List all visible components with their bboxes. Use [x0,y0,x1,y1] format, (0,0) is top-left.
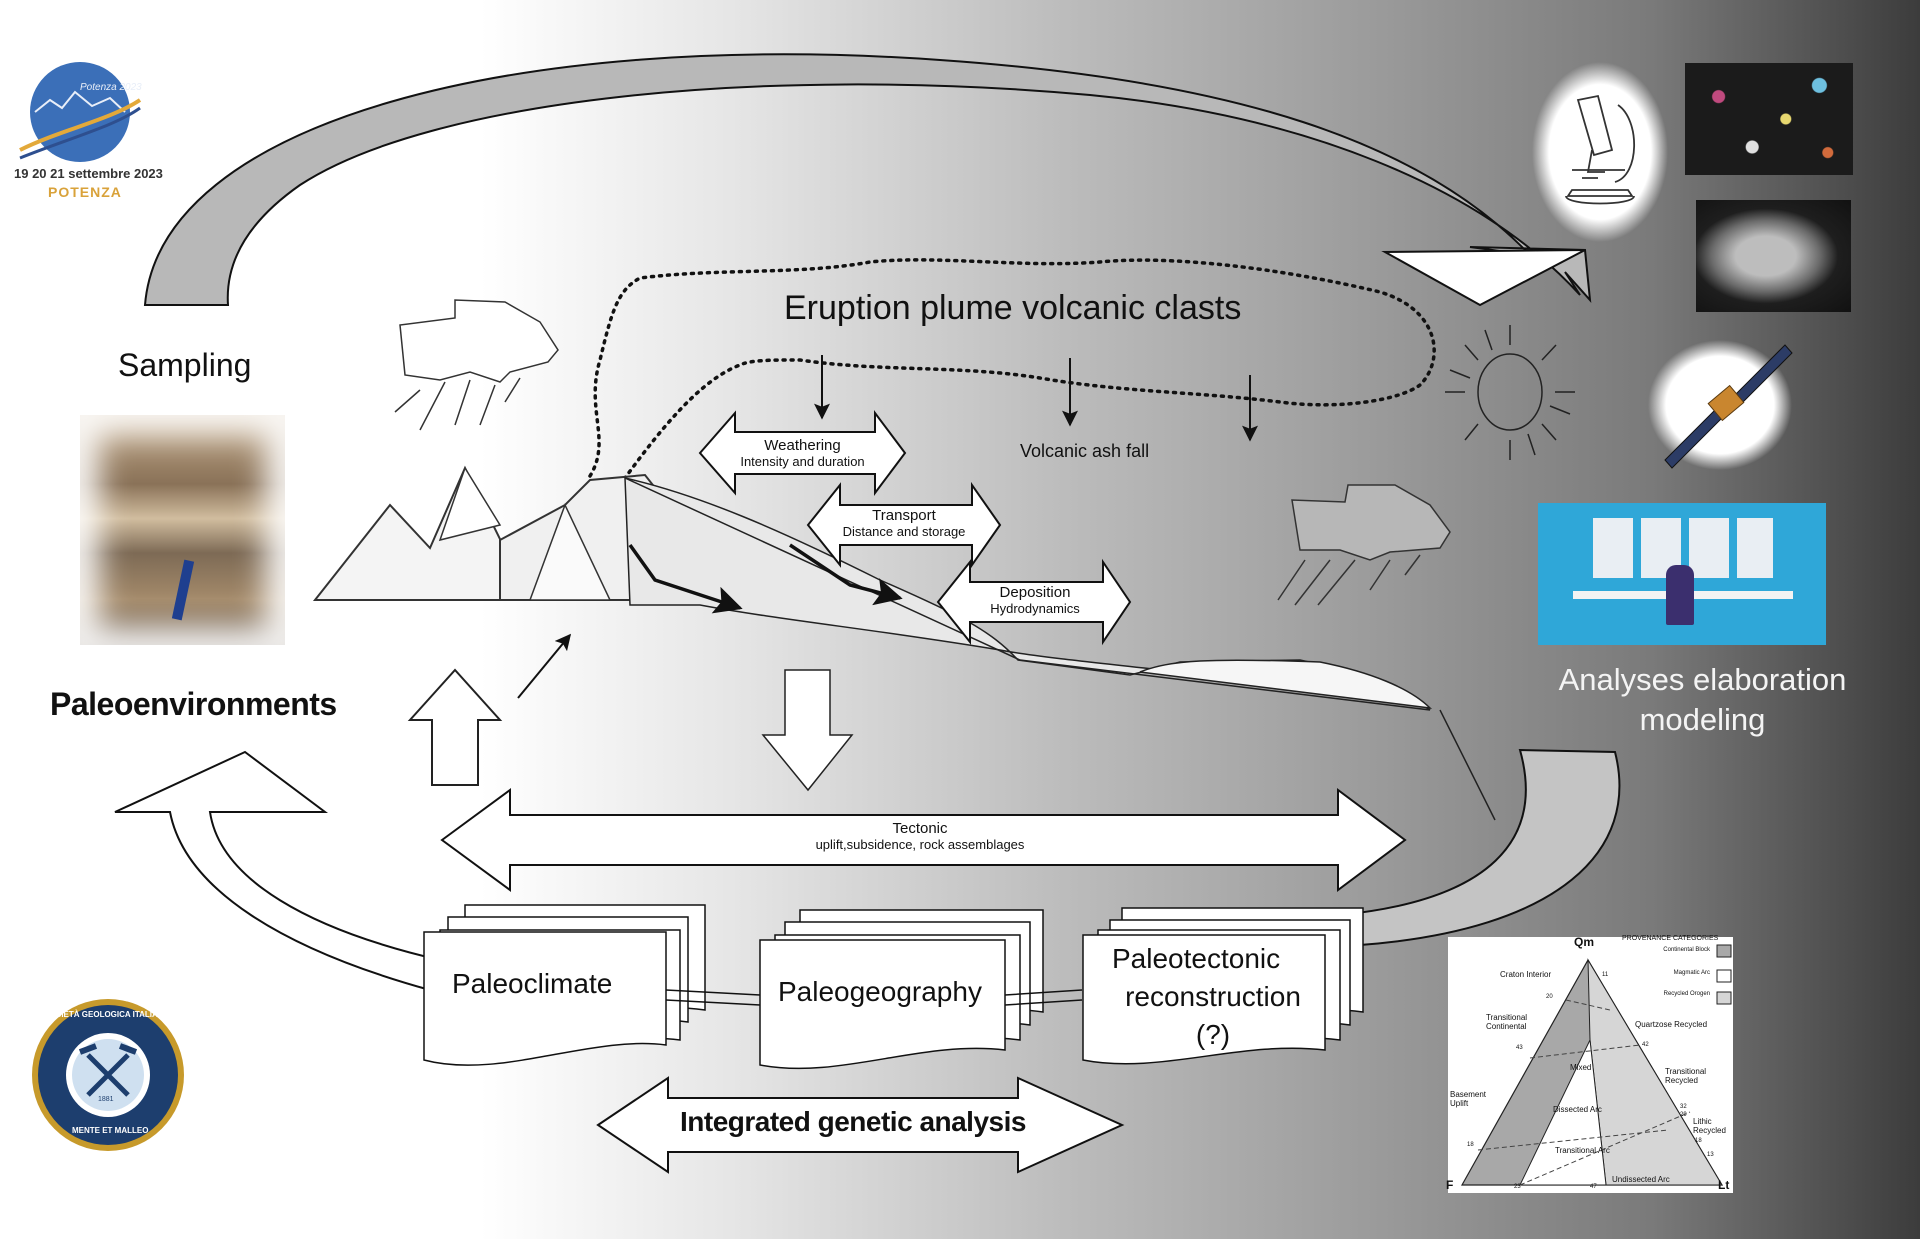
tectonic-subtitle: uplift,subsidence, rock assemblages [815,837,1025,852]
weathering-title: Weathering [764,437,841,454]
ternary-field: Craton Interior [1500,970,1552,979]
document-stack-paleotectonic [1082,907,1364,1065]
deposition-label: Deposition Hydrodynamics [960,584,1110,616]
document-connector-2 [1004,989,1083,1006]
basin-edge [1439,709,1496,821]
ternary-tick: 18 [1695,1138,1702,1144]
ternary-legend-title: PROVENANCE CATEGORIES [1622,935,1719,942]
ternary-legend-item: Recycled Orogen [1663,991,1710,997]
ternary-field: Quartzose Recycled [1635,1020,1708,1029]
weathering-subtitle: Intensity and duration [740,454,865,469]
uplift-thin-arrow [517,633,572,699]
ternary-field: Lithic Recycled [1693,1117,1726,1135]
deposition-subtitle: Hydrodynamics [990,601,1080,616]
event-dates: 19 20 21 settembre 2023 [14,166,163,181]
eruption-plume [588,258,1436,480]
cycle-arrow-left [114,750,442,992]
sem-grain-photo [1696,200,1851,312]
ternary-tick: 23 [1514,1184,1521,1190]
ternary-field: Undissected Arc [1612,1175,1670,1184]
event-logo-script: Potenza 2023 [80,82,142,93]
tectonic-arrow [440,788,1407,892]
analyst-figure [1666,565,1694,625]
analyses-label: Analyses elaboration modeling [1545,660,1860,740]
event-city: POTENZA [48,184,122,200]
transport-arrow [806,481,1002,569]
modeling-workstation-image [1538,503,1826,645]
ternary-tick: 20 [1546,994,1553,1000]
analyses-label-line1: Analyses elaboration [1558,662,1847,697]
ternary-tick: 29 [1680,1112,1687,1118]
transport-subtitle: Distance and storage [842,524,966,539]
society-year: 1881 [98,1096,114,1103]
ternary-field: Basement Uplift [1450,1090,1487,1108]
sampling-label: Sampling [118,347,252,383]
basin-fill [1139,659,1433,710]
thin-section-photo [1685,63,1853,175]
ternary-field: Mixed [1570,1063,1592,1072]
document-stack-paleoclimate [423,904,706,1066]
microscope-glow [1532,62,1668,242]
analyses-label-line2: modeling [1639,702,1766,737]
eruption-plume-label: Eruption plume volcanic clasts [784,289,1242,327]
weathering-label: Weathering Intensity and duration [725,437,880,469]
transport-title: Transport [872,507,936,524]
ternary-field: Transitional Recycled [1665,1067,1707,1085]
ternary-field: Transitional Arc [1555,1146,1610,1155]
ternary-tick: 13 [1707,1152,1714,1158]
ternary-apex-lt: Lt [1718,1178,1730,1192]
transport-label: Transport Distance and storage [830,507,978,539]
document-stack-paleogeography [759,909,1044,1070]
sediment-flow-arrow-2 [789,543,903,606]
paleotectonic-line2: reconstruction [1125,981,1301,1012]
ternary-tick: 42 [1642,1042,1649,1048]
paleotectonic-label: Paleotectonic reconstruction (?) [1098,940,1328,1054]
sun-icon [1445,325,1575,460]
sediment-flow-arrow-1 [628,543,743,614]
cycle-arrow-top-head [1381,249,1586,307]
ternary-legend-item: Magmatic Arc [1673,970,1710,976]
ternary-field: Transitional Continental [1486,1013,1528,1031]
society-motto: MENTE ET MALLEO [72,1126,149,1135]
paleogeography-label: Paleogeography [778,976,982,1007]
ternary-legend-item: Continental Block [1663,947,1710,953]
event-logo [19,62,142,162]
document-connector-1 [665,989,761,1006]
tectonic-title: Tectonic [892,820,948,837]
cloud-rain-icon [394,299,559,431]
cycle-arrow-top [143,53,1592,306]
volcanic-ash-fall-label: Volcanic ash fall [1020,441,1150,461]
sea-floor-line [624,477,1431,711]
ternary-apex-f: F [1446,1178,1454,1192]
deposition-arrow [936,558,1132,646]
paleotectonic-line3: (?) [1195,1019,1231,1050]
society-logo [32,999,184,1151]
integrated-arrow [596,1076,1125,1174]
uplift-arrow [407,668,503,786]
satellite-icon [1664,344,1793,469]
paleotectonic-line1: Paleotectonic [1112,943,1281,974]
ternary-tick: 11 [1602,972,1609,978]
ternary-tick: 32 [1680,1104,1687,1110]
ternary-tick: 43 [1516,1045,1523,1051]
ternary-field: Dissected Arc [1553,1105,1602,1114]
ternary-tick: 18 [1467,1142,1474,1148]
ternary-apex-qm: Qm [1574,935,1595,949]
cloud-rain-icon [1277,484,1451,606]
ternary-diagram [1448,937,1733,1193]
integrated-analysis-label: Integrated genetic analysis [680,1106,1026,1137]
society-ring-text: SOCIETÀ GEOLOGICA ITALIANA [44,1010,170,1019]
subsidence-arrow [761,669,854,792]
paleoclimate-label: Paleoclimate [452,968,613,999]
tectonic-label: Tectonic uplift,subsidence, rock assembl… [620,820,1220,852]
microscope-icon [1565,94,1635,205]
paleoenvironments-label: Paleoenvironments [50,686,337,722]
deposition-title: Deposition [999,584,1071,601]
ternary-tick: 47 [1590,1184,1597,1190]
weathering-arrow [698,410,907,496]
